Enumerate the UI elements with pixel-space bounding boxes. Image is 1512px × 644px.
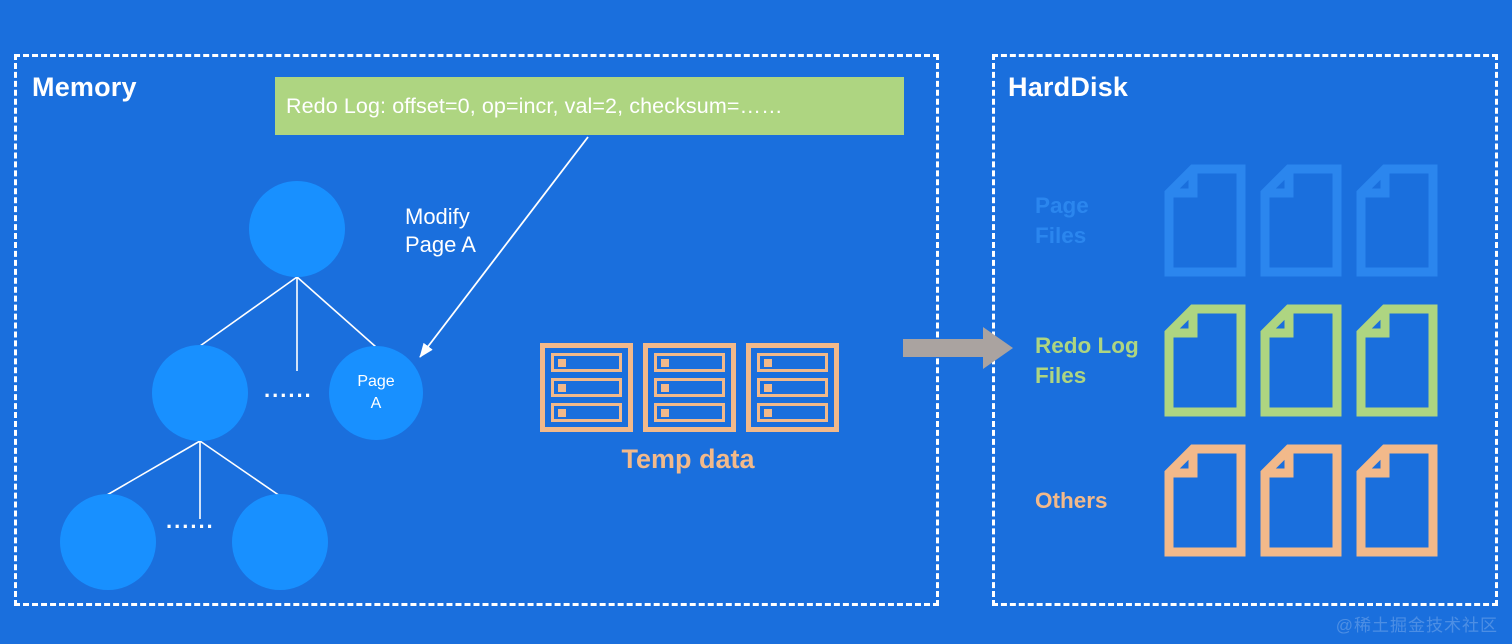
temp-data-group: Temp data <box>540 343 840 475</box>
tree-node-level3-right[interactable] <box>232 494 328 590</box>
server-rack-icon <box>540 343 633 432</box>
redo-log-files-icons <box>1163 303 1439 418</box>
memory-to-disk-arrow <box>903 327 1013 374</box>
rack-slot <box>654 378 725 397</box>
disk-row-redo-log-files-label: Redo Log Files <box>1035 332 1139 388</box>
harddisk-panel-title: HardDisk <box>1008 72 1129 102</box>
watermark: @稀土掘金技术社区 <box>1335 616 1498 635</box>
rack-slot-led <box>661 408 669 417</box>
file-icon <box>1260 164 1342 277</box>
rack-slot <box>757 403 828 422</box>
rack-slot-led <box>558 383 566 392</box>
tree-node-page-a-label-line1: Page <box>357 373 395 391</box>
rack-slot-led <box>558 358 566 367</box>
others-files-icons <box>1163 443 1439 558</box>
rack-slot-led <box>661 358 669 367</box>
memory-panel <box>14 54 939 606</box>
rack-slot <box>757 353 828 372</box>
disk-row-page-files: Page Files <box>1035 163 1439 278</box>
disk-row-others: Others <box>1035 443 1439 558</box>
rack-slot <box>757 378 828 397</box>
rack-slot <box>654 353 725 372</box>
modify-label-line1: Modify <box>405 204 470 229</box>
rack-slot-led <box>764 408 772 417</box>
tree-node-level3-left[interactable] <box>60 494 156 590</box>
redo-log-banner-text: Redo Log: offset=0, op=incr, val=2, chec… <box>286 93 783 118</box>
redo-log-banner: Redo Log: offset=0, op=incr, val=2, chec… <box>275 77 904 135</box>
harddisk-panel <box>992 54 1498 606</box>
rack-slot <box>654 403 725 422</box>
file-icon <box>1164 164 1246 277</box>
disk-row-page-files-label: Page Files <box>1035 192 1089 248</box>
rack-slot-led <box>558 408 566 417</box>
rack-slot-led <box>764 383 772 392</box>
page-files-icons <box>1163 163 1439 278</box>
file-icon <box>1260 304 1342 417</box>
tree-ellipsis-level2: ...... <box>264 377 313 402</box>
file-icon <box>1164 444 1246 557</box>
tree-node-page-a-label-line2: A <box>370 395 382 412</box>
tree-ellipsis-level3: ...... <box>166 508 215 533</box>
temp-data-label: Temp data <box>621 444 755 474</box>
file-icon <box>1164 304 1246 417</box>
file-icon <box>1356 444 1438 557</box>
server-rack-icon <box>643 343 736 432</box>
disk-row-redo-log-files: Redo Log Files <box>1035 303 1439 418</box>
tree-node-page-a[interactable]: Page A <box>329 346 423 440</box>
temp-data-racks <box>540 343 840 432</box>
rack-slot-led <box>661 383 669 392</box>
rack-slot-led <box>764 358 772 367</box>
server-rack-icon <box>746 343 839 432</box>
tree-node-root[interactable] <box>249 181 345 277</box>
tree-node-level2-left[interactable] <box>152 345 248 441</box>
rack-slot <box>551 353 622 372</box>
memory-panel-title: Memory <box>32 72 137 102</box>
file-icon <box>1260 444 1342 557</box>
disk-row-others-label: Others <box>1035 487 1108 513</box>
file-icon <box>1356 304 1438 417</box>
rack-slot <box>551 403 622 422</box>
modify-label-line2: Page A <box>405 232 476 258</box>
modify-page-a-label: Modify Page A <box>405 203 476 259</box>
file-icon <box>1356 164 1438 277</box>
rack-slot <box>551 378 622 397</box>
